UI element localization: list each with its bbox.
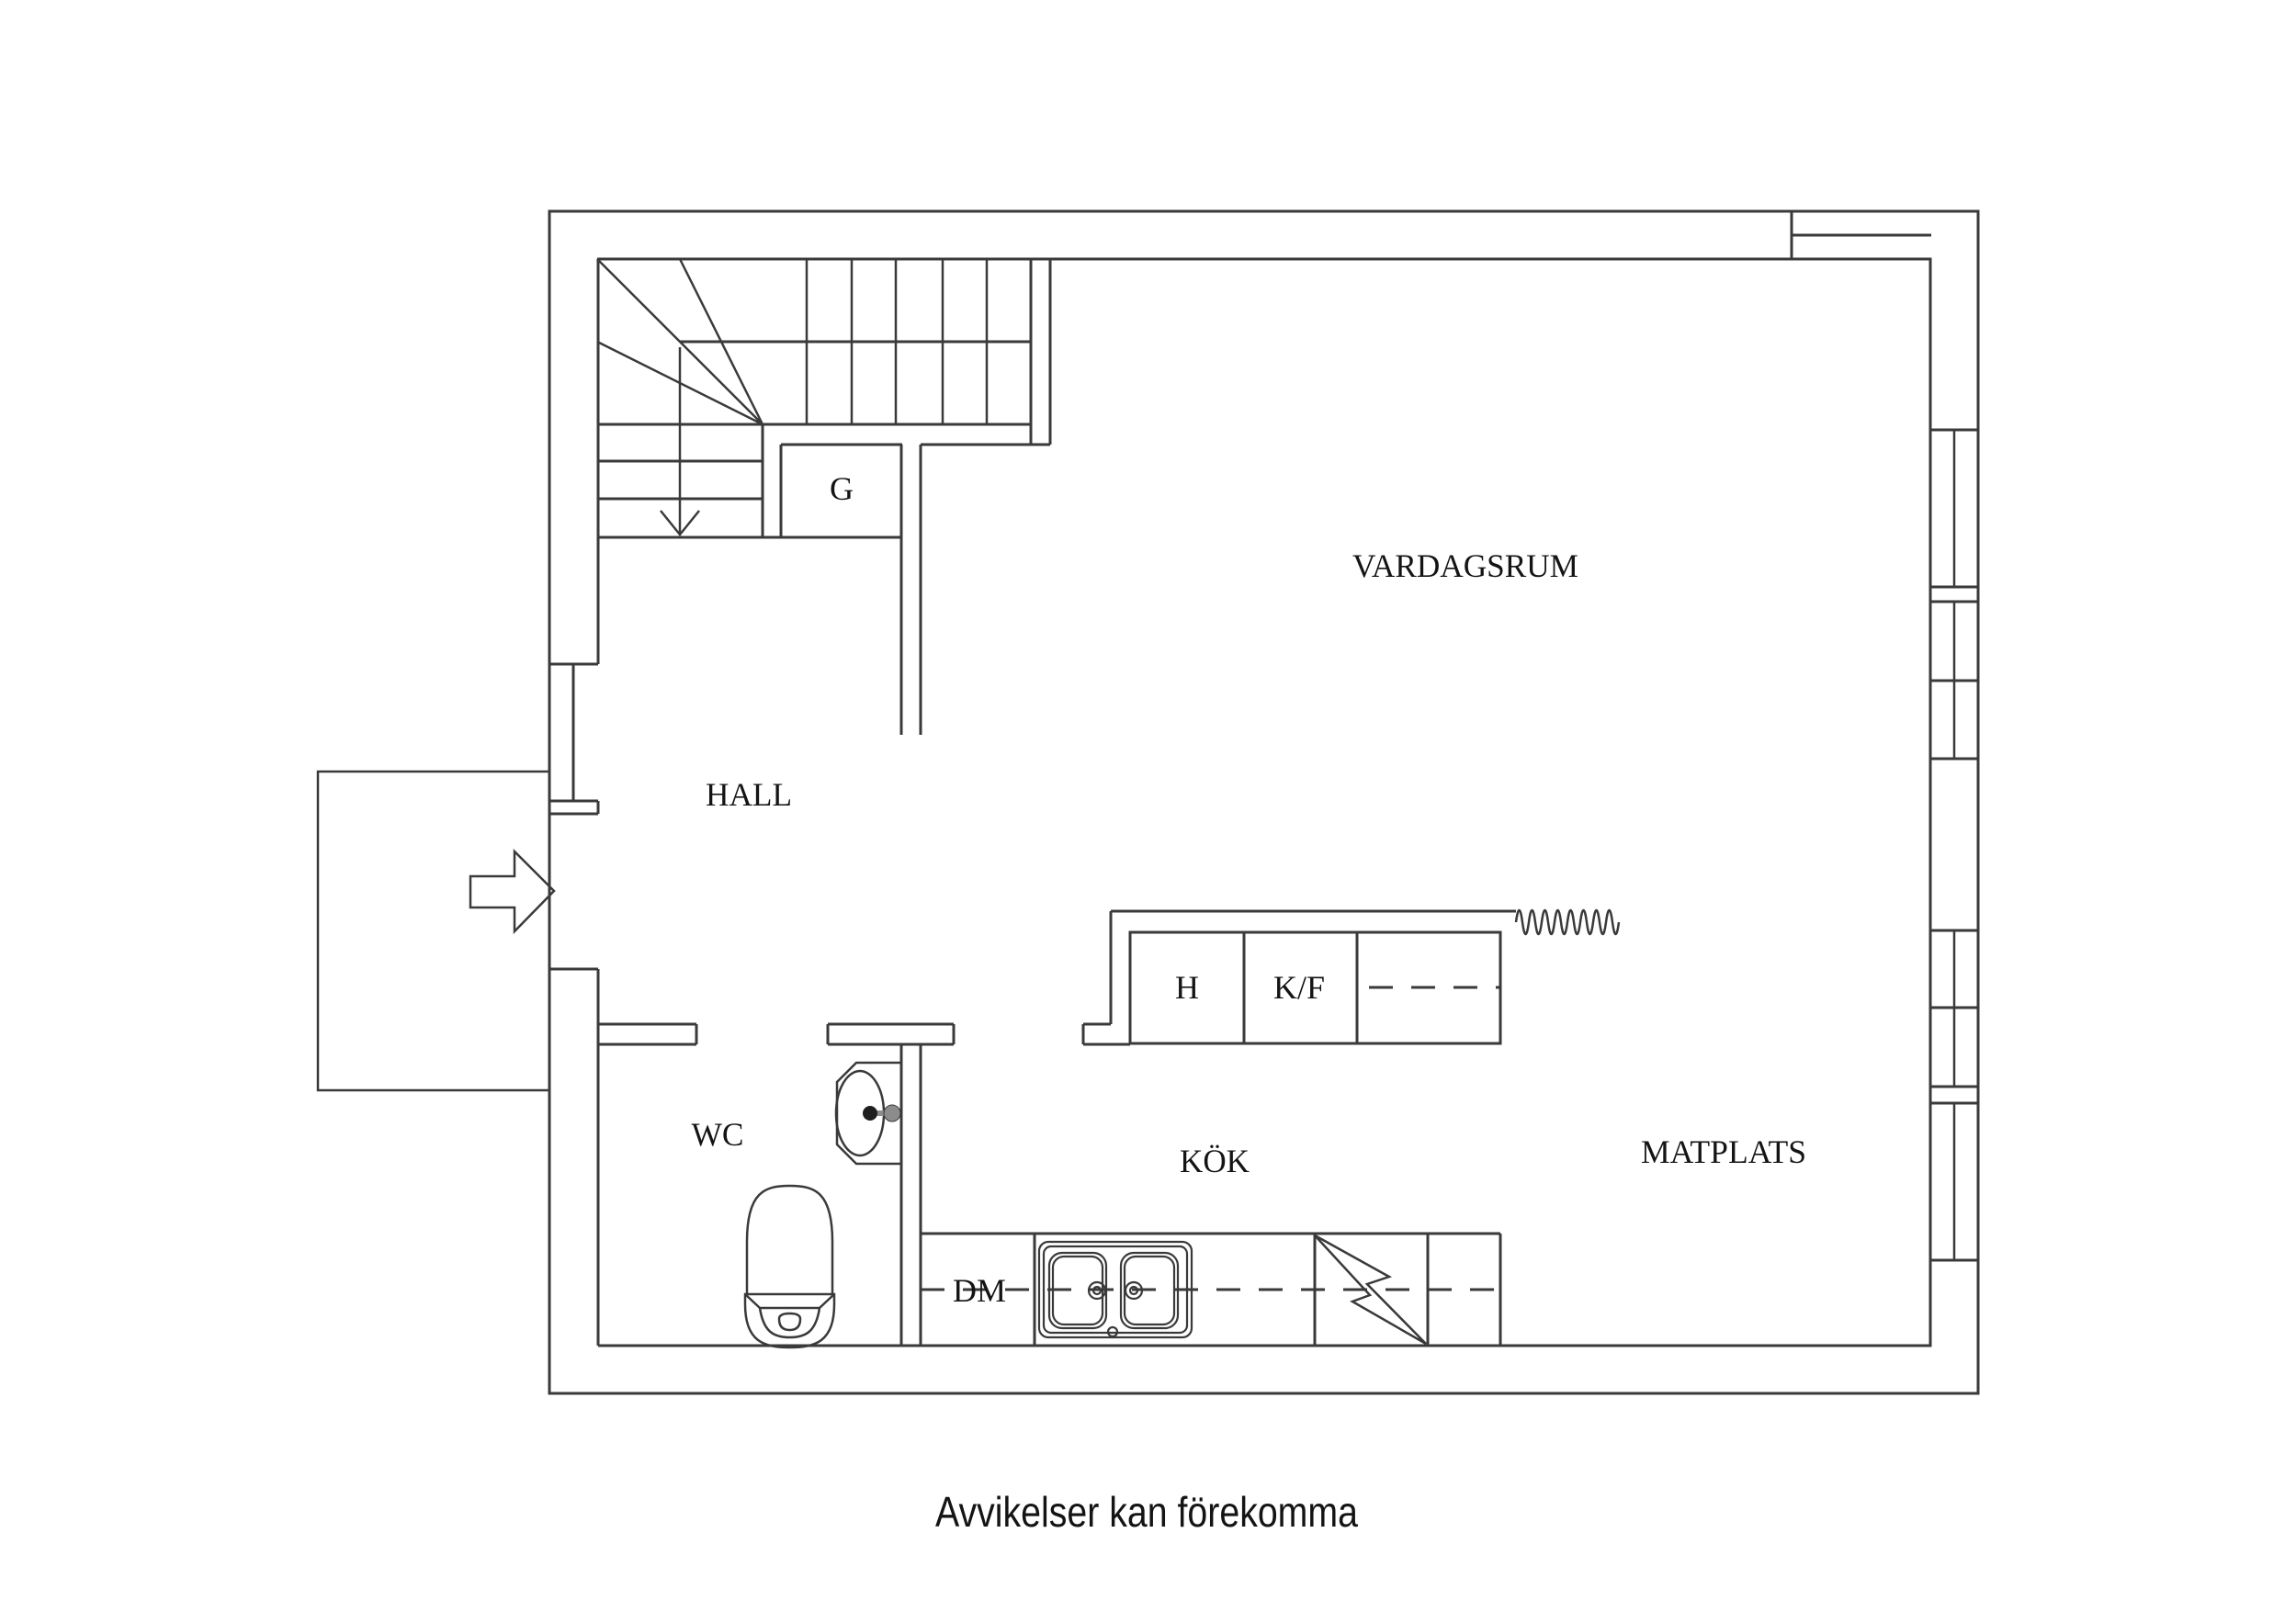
fridge-freezer-label: K/F (1273, 969, 1325, 1006)
staircase (596, 257, 1033, 539)
wardrobe-closet-walls (779, 443, 902, 537)
stair-winder-fan (596, 258, 764, 426)
top-wall-window (1790, 211, 1931, 259)
dishwasher-label: DM (953, 1272, 1006, 1309)
wc-fixtures (743, 1061, 901, 1349)
entry-door-jamb-lines (549, 799, 598, 971)
dining-area-label: MATPLATS (1641, 1133, 1806, 1170)
hall-label: HALL (706, 776, 792, 813)
kitchen-counter (921, 1232, 1502, 1346)
outer-wall-outline (548, 209, 1980, 1395)
wc-right-wall (899, 1044, 922, 1346)
room-labels: VARDAGSRUM HALL G WC KÖK MATPLATS H K/F … (692, 470, 1807, 1309)
wc-door-stub-wall (597, 1022, 698, 1046)
interior-walls (597, 259, 1516, 1346)
hob-label: H (1175, 969, 1199, 1006)
kitchen-peninsula-wall (1081, 909, 1516, 1046)
kitchen-sink-icon (1037, 1240, 1193, 1339)
island-cabinet-outline (1128, 930, 1502, 1045)
kitchen-label: KÖK (1180, 1143, 1250, 1179)
toilet-icon (743, 1184, 836, 1349)
entrance-arrow-icon (469, 848, 556, 935)
living-room-label: VARDAGSRUM (1352, 547, 1578, 584)
washbasin-icon (834, 1061, 901, 1166)
hall-livingroom-wall (899, 259, 1052, 735)
kitchen-island-units (1128, 908, 1621, 1045)
wc-kitchen-jamb-wall (826, 1022, 956, 1046)
inner-wall-top-right-bottom (597, 257, 1932, 1347)
stairs-down-arrow-icon (660, 347, 700, 536)
windows (549, 211, 1978, 1262)
left-wall-window (549, 662, 598, 803)
wardrobe-label: G (830, 470, 854, 507)
entry-porch-outline (316, 770, 549, 1092)
entrance (316, 770, 556, 1092)
stair-lower-run (597, 424, 902, 539)
disclaimer-caption: Avvikelser kan förekomma (935, 1488, 1358, 1536)
flexible-connection-coil-icon (1514, 908, 1621, 936)
stove-icon (1314, 1234, 1427, 1346)
wc-label: WC (692, 1116, 744, 1153)
counter-outline (921, 1232, 1502, 1346)
stair-treads-upper (805, 259, 989, 424)
